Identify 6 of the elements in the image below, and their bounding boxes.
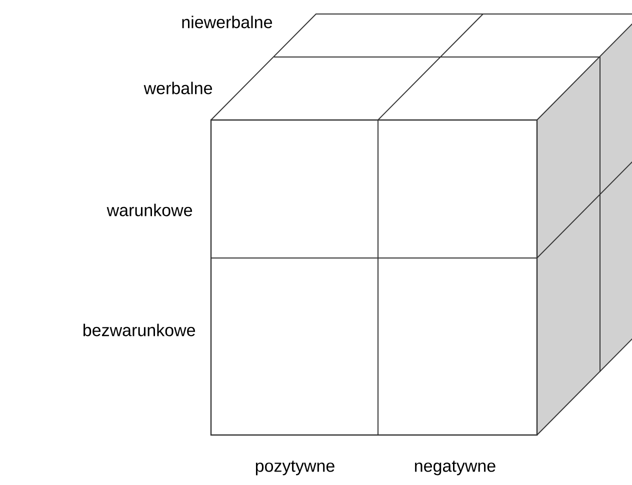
axis-label: negatywne [415, 460, 496, 476]
axis-label: werbalne [144, 82, 212, 94]
axis-label: warunkowe [106, 204, 192, 216]
axis-label: niewerbalne [182, 16, 272, 28]
axis-label: bezwarunkowe [84, 324, 196, 336]
axis-label: pozytywne [256, 460, 334, 476]
